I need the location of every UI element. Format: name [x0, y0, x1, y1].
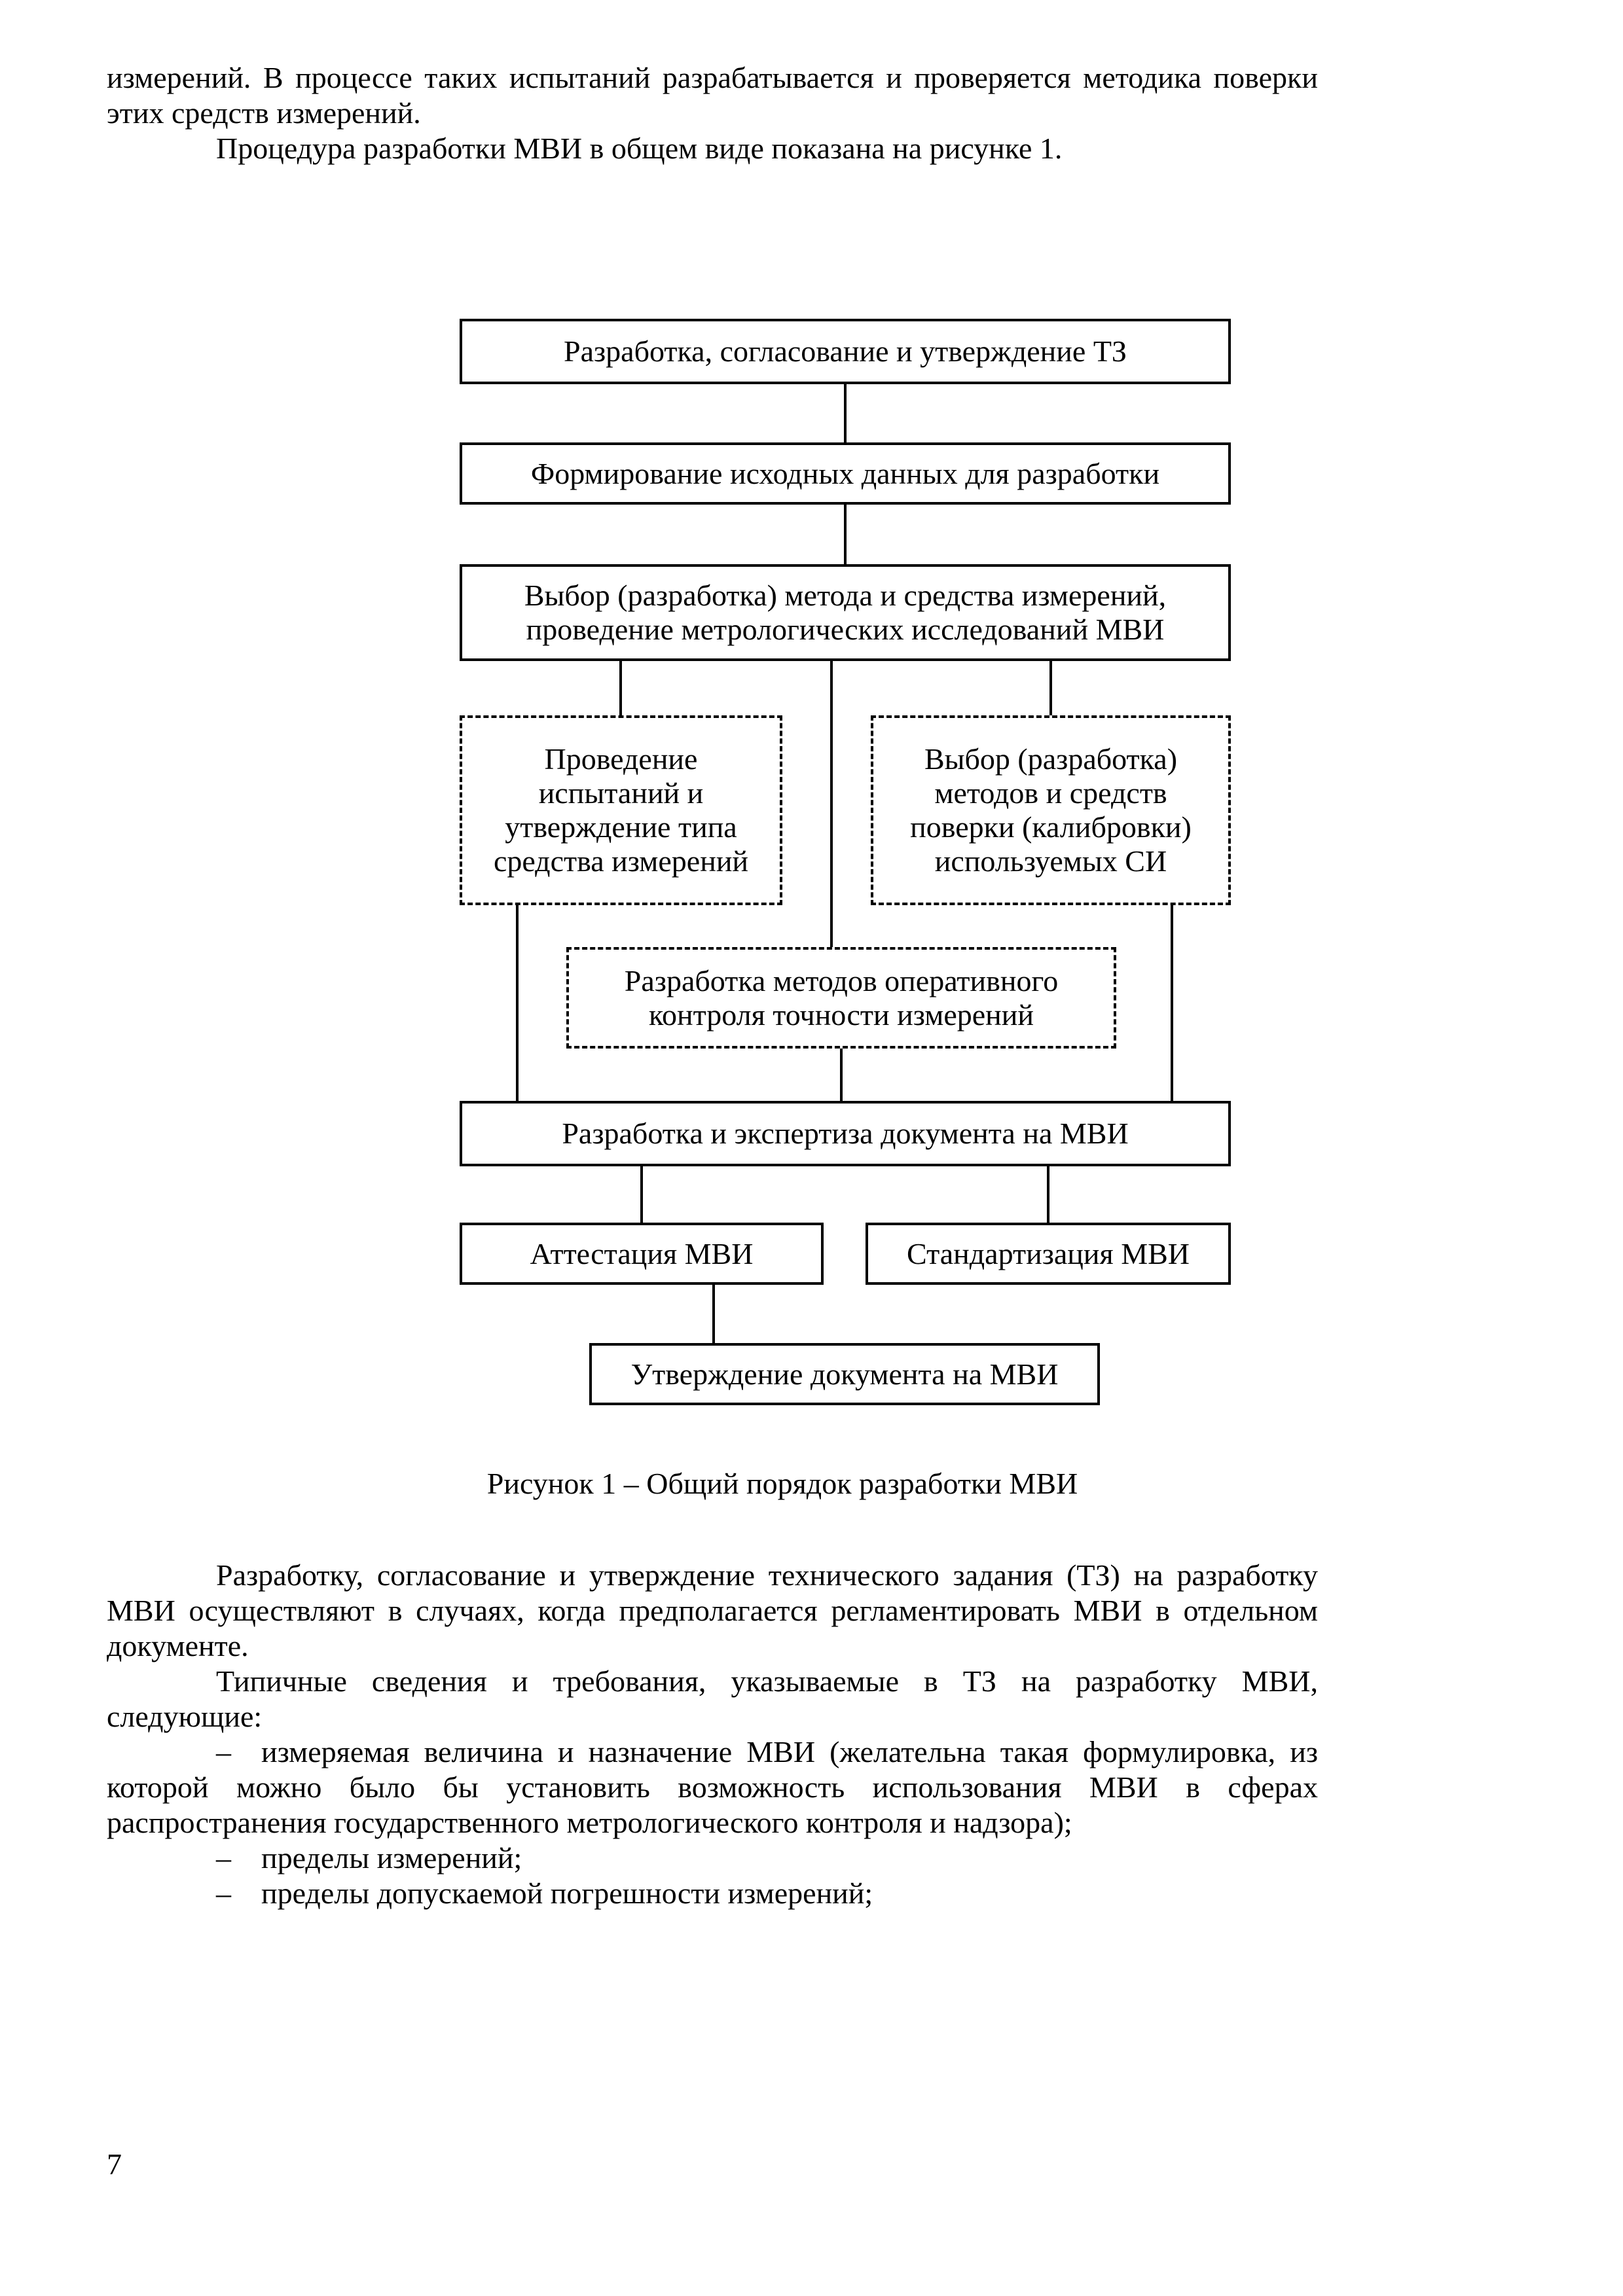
flowchart-box-standardization: Стандартизация МВИ: [866, 1223, 1231, 1285]
flowchart-box-verification-methods-label: Выбор (разработка) методов и средств пов…: [910, 742, 1192, 878]
flowchart-box-attestation-label: Аттестация МВИ: [530, 1236, 754, 1270]
intro-paragraph-2: Процедура разработки МВИ в общем виде по…: [216, 132, 1063, 165]
intro-paragraph-1: измерений. В процессе таких испытаний ра…: [107, 61, 1318, 130]
flowchart-box-type-approval-tests: Проведение испытаний и утверждение типа …: [460, 715, 782, 905]
flowchart-box-document-approval: Утверждение документа на МВИ: [589, 1343, 1100, 1405]
flowchart-box-type-approval-tests-label: Проведение испытаний и утверждение типа …: [493, 742, 749, 878]
list-item-measured-quantity: – измеряемая величина и назначение МВИ (…: [107, 1735, 1318, 1839]
flowchart-box-attestation: Аттестация МВИ: [460, 1223, 824, 1285]
body-text-block: Разработку, согласование и утверждение т…: [107, 1558, 1318, 1911]
flowchart-box-accuracy-control: Разработка методов оперативного контроля…: [566, 947, 1116, 1049]
flowchart-box-document-expertise-label: Разработка и экспертиза документа на МВИ: [562, 1117, 1129, 1150]
intro-text-block: измерений. В процессе таких испытаний ра…: [107, 60, 1318, 166]
flowchart-box-document-expertise: Разработка и экспертиза документа на МВИ: [460, 1101, 1231, 1166]
figure-caption: Рисунок 1 – Общий порядок разработки МВИ: [486, 1467, 1078, 1500]
list-item-error-limits: – пределы допускаемой погрешности измере…: [216, 1876, 873, 1910]
flowchart-box-document-approval-label: Утверждение документа на МВИ: [630, 1357, 1059, 1391]
flowchart-box-verification-methods: Выбор (разработка) методов и средств пов…: [871, 715, 1231, 905]
page-number: 7: [107, 2147, 122, 2181]
flowchart-box-source-data: Формирование исходных данных для разрабо…: [460, 442, 1231, 505]
flowchart-box-tz-approval: Разработка, согласование и утверждение Т…: [460, 319, 1231, 384]
flowchart-box-accuracy-control-label: Разработка методов оперативного контроля…: [624, 963, 1059, 1031]
flowchart-box-method-selection: Выбор (разработка) метода и средства изм…: [460, 564, 1231, 661]
flowchart-box-standardization-label: Стандартизация МВИ: [907, 1236, 1190, 1270]
body-paragraph-2: Типичные сведения и требования, указывае…: [107, 1664, 1318, 1733]
list-item-measurement-limits: – пределы измерений;: [216, 1841, 522, 1874]
flowchart-box-source-data-label: Формирование исходных данных для разрабо…: [530, 456, 1160, 490]
body-paragraph-1: Разработку, согласование и утверждение т…: [107, 1558, 1318, 1662]
flowchart-box-tz-label: Разработка, согласование и утверждение Т…: [564, 334, 1127, 368]
flowchart-box-method-selection-label: Выбор (разработка) метода и средства изм…: [524, 579, 1167, 646]
